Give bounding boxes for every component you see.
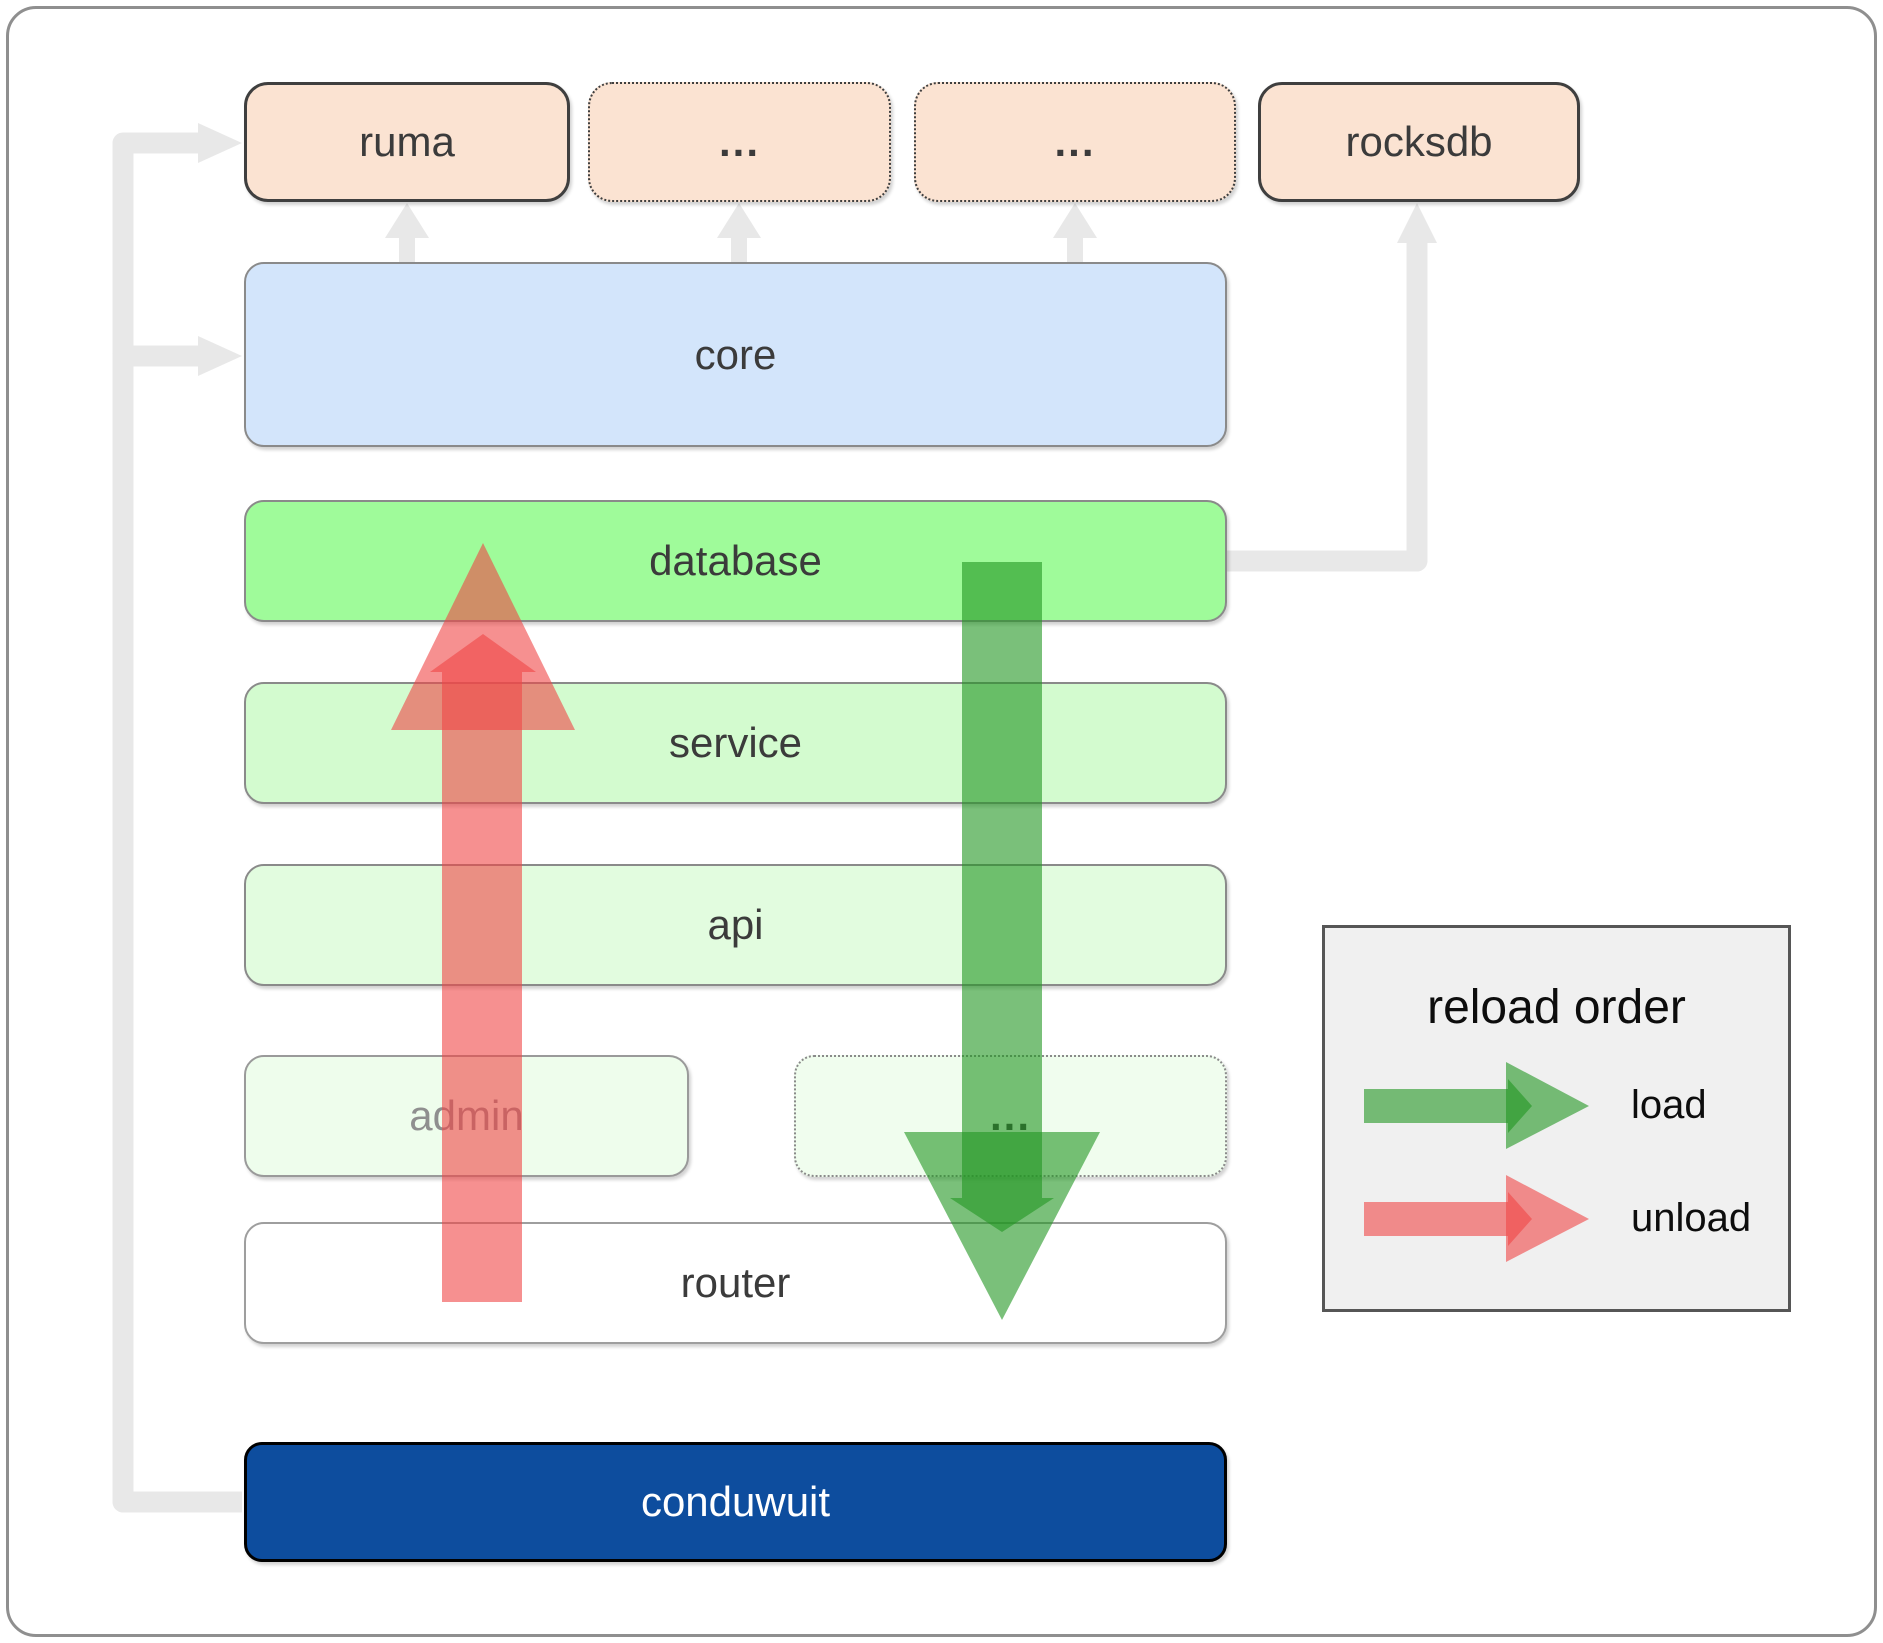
legend-title: reload order	[1427, 981, 1686, 1034]
node-rocksdb-label: rocksdb	[1345, 118, 1493, 165]
node-database: database	[244, 500, 1227, 622]
node-api-label: api	[707, 901, 764, 948]
node-conduwuit: conduwuit	[244, 1442, 1227, 1562]
node-router-label: router	[680, 1259, 791, 1306]
node-router: router	[244, 1222, 1227, 1344]
canvas-rounded-border	[6, 6, 1877, 1637]
node-admin: admin	[244, 1055, 689, 1177]
node-database-label: database	[649, 537, 822, 584]
node-ruma: ruma	[244, 82, 570, 202]
node-core-label: core	[694, 330, 777, 378]
node-ellipsis-1: ...	[588, 82, 891, 202]
node-service-label: service	[668, 719, 803, 766]
node-rocksdb: rocksdb	[1258, 82, 1580, 202]
node-service: service	[244, 682, 1227, 804]
node-ellipsis-2-label: ...	[1054, 118, 1096, 165]
node-admin-ellipsis-label: ...	[989, 1092, 1031, 1139]
legend-load-label: load	[1631, 1083, 1707, 1127]
node-admin-ellipsis: ...	[794, 1055, 1227, 1177]
node-ellipsis-2: ...	[914, 82, 1236, 202]
legend-unload-label: unload	[1631, 1196, 1752, 1240]
node-conduwuit-label: conduwuit	[640, 1478, 831, 1525]
node-api: api	[244, 864, 1227, 986]
node-ruma-label: ruma	[359, 118, 455, 165]
node-admin-label: admin	[409, 1092, 524, 1139]
node-ellipsis-1-label: ...	[718, 118, 760, 165]
legend-reload-order: reload order load unload	[1322, 925, 1791, 1312]
node-core: core	[244, 262, 1227, 447]
